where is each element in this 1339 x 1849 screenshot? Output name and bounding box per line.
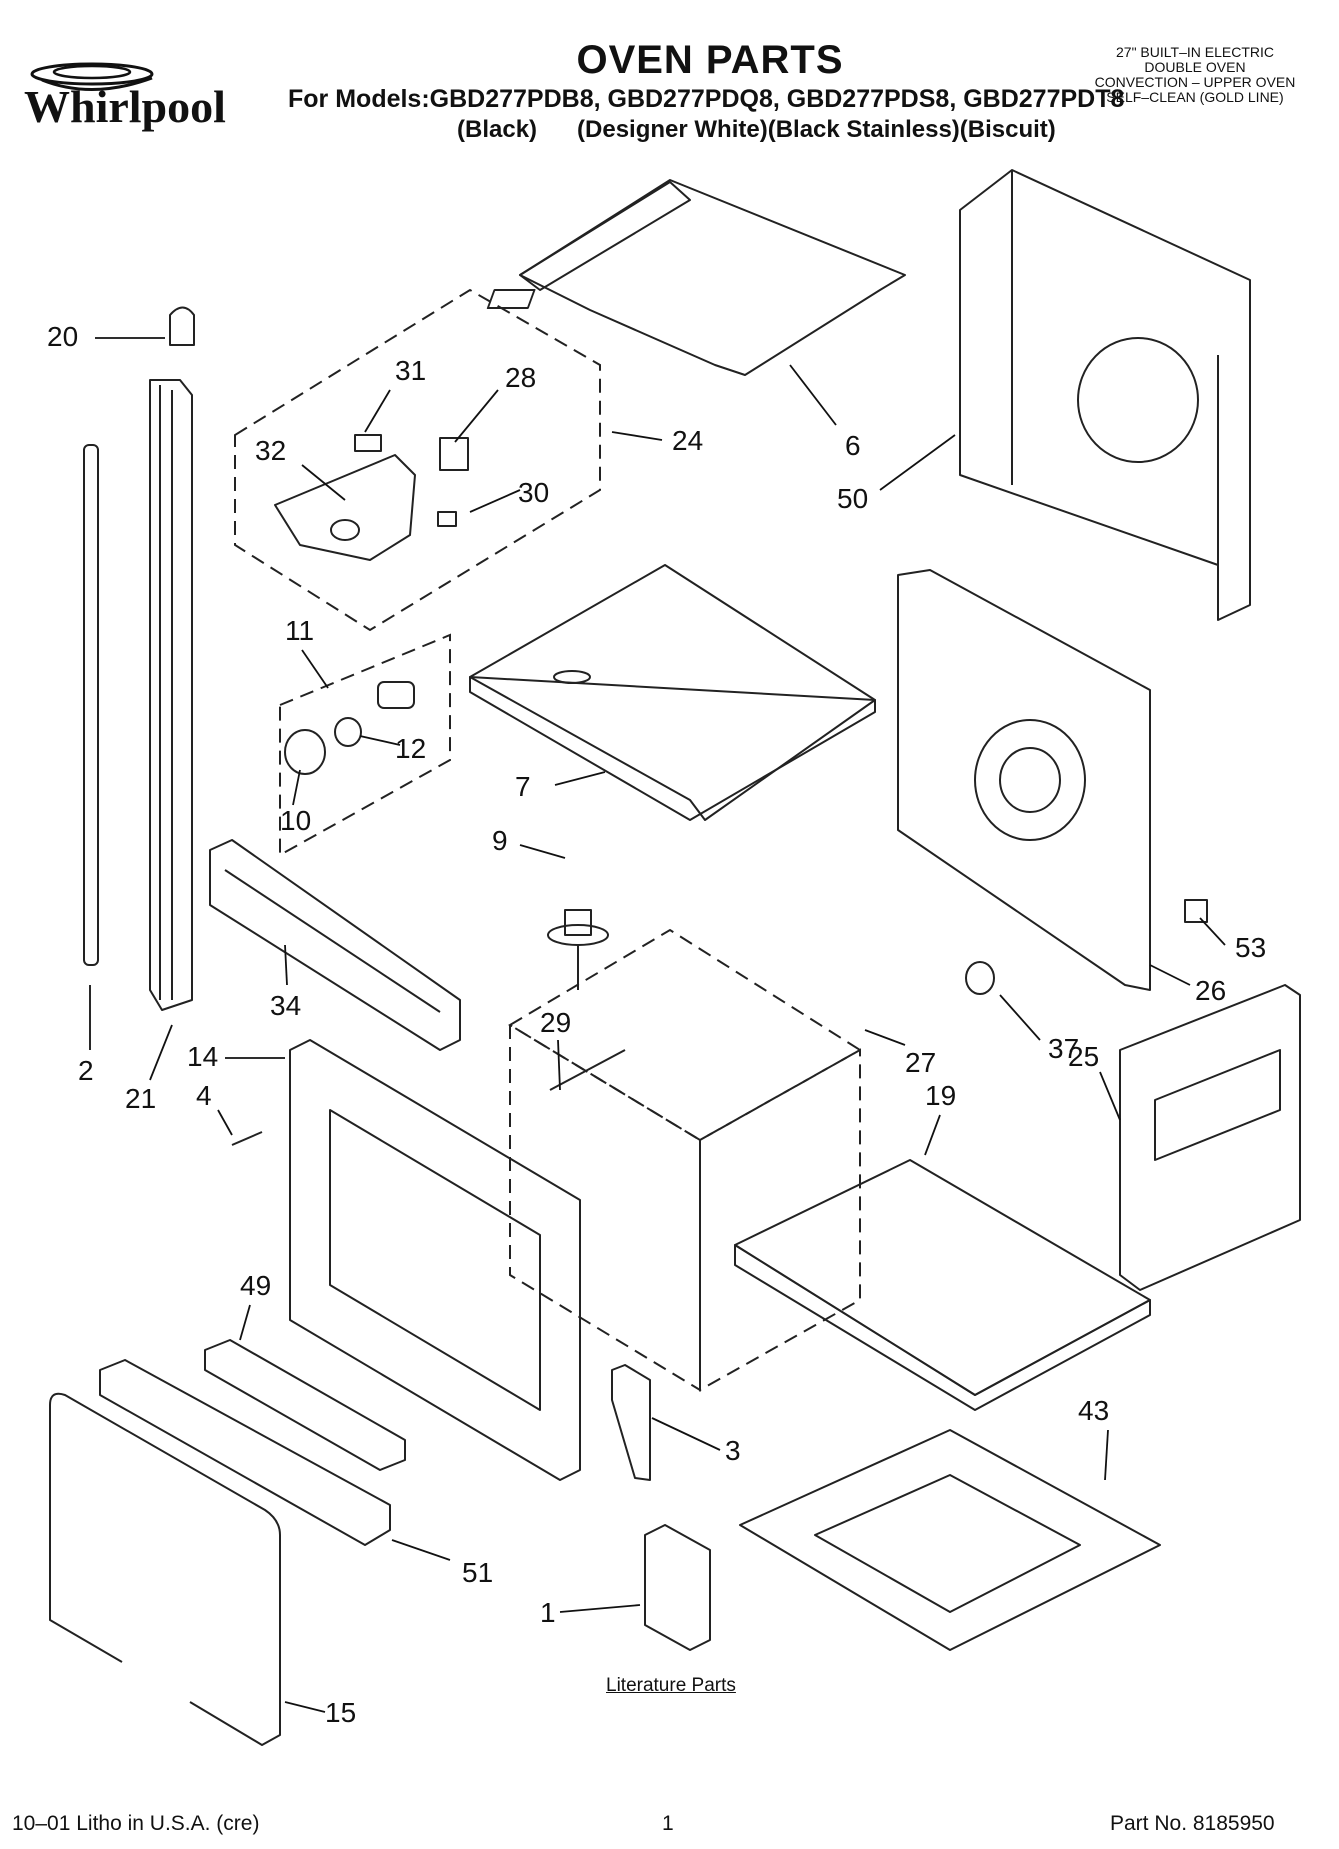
part-14-front-frame — [289, 1039, 581, 1481]
exploded-parts-diagram: 20 31 28 32 24 30 6 50 11 12 10 7 9 53 2… — [47, 169, 1301, 1746]
part-label: 9 — [492, 825, 508, 856]
part-34-vent-grille — [209, 839, 461, 1051]
part-49-trim — [204, 1339, 406, 1471]
part-26-rear-plate — [897, 569, 1151, 991]
part-labels: 20 31 28 32 24 30 6 50 11 12 10 7 9 53 2… — [47, 321, 1266, 1728]
models-line: For Models:GBD277PDB8, GBD277PDQ8, GBD27… — [288, 85, 1125, 113]
part-label: 26 — [1195, 975, 1226, 1006]
part-2-rod — [83, 444, 99, 966]
part-11-switch-group — [279, 633, 451, 857]
part-label: 29 — [540, 1007, 571, 1038]
part-7-top-panel — [469, 564, 876, 821]
part-9-motor — [547, 909, 609, 990]
part-label: 25 — [1068, 1041, 1099, 1072]
literature-parts-label: Literature Parts — [606, 1675, 736, 1696]
part-4-screw — [231, 1131, 263, 1146]
part-label: 20 — [47, 321, 78, 352]
part-24-control-assembly — [234, 288, 601, 632]
part-label: 6 — [845, 430, 861, 461]
part-label: 43 — [1078, 1395, 1109, 1426]
part-label: 7 — [515, 771, 531, 802]
spec-block: 27" BUILT–IN ELECTRIC DOUBLE OVEN CONVEC… — [1060, 45, 1330, 105]
part-label: 51 — [462, 1557, 493, 1588]
spec-line: CONVECTION – UPPER OVEN — [1094, 74, 1296, 90]
part-20-plug — [169, 306, 195, 346]
spec-line: SELF–CLEAN (GOLD LINE) — [1106, 89, 1284, 105]
part-19-floor-panel — [734, 1159, 1151, 1411]
part-label: 53 — [1235, 932, 1266, 963]
part-label: 12 — [395, 733, 426, 764]
part-label: 32 — [255, 435, 286, 466]
spec-line: DOUBLE OVEN — [1144, 59, 1246, 75]
part-1-literature — [644, 1524, 711, 1651]
part-label: 21 — [125, 1083, 156, 1114]
part-53-bracket — [1184, 899, 1208, 923]
part-label: 2 — [78, 1055, 94, 1086]
part-29-probe — [549, 1049, 626, 1091]
part-label: 3 — [725, 1435, 741, 1466]
part-label: 24 — [672, 425, 703, 456]
part-label: 34 — [270, 990, 301, 1021]
part-label: 14 — [187, 1041, 218, 1072]
part-label: 30 — [518, 477, 549, 508]
part-15-door-seal — [49, 1392, 281, 1746]
part-3-bracket — [611, 1364, 651, 1481]
footer-litho: 10–01 Litho in U.S.A. (cre) — [12, 1812, 260, 1835]
part-6-top-shield — [486, 179, 906, 376]
part-label: 15 — [325, 1697, 356, 1728]
part-25-side-panel — [1119, 984, 1301, 1291]
page-title: OVEN PARTS — [576, 38, 844, 82]
footer-page-number: 1 — [662, 1812, 674, 1835]
leader-lines — [89, 337, 1226, 1713]
brand-name: Whirlpool — [24, 81, 226, 132]
part-51-vent-trim — [99, 1359, 391, 1546]
whirlpool-logo: Whirlpool — [24, 62, 226, 132]
part-label: 19 — [925, 1080, 956, 1111]
part-label: 11 — [285, 615, 314, 646]
part-label: 49 — [240, 1270, 271, 1301]
part-50-rear-panel — [959, 169, 1251, 621]
part-label: 28 — [505, 362, 536, 393]
part-43-bottom-tray — [739, 1429, 1161, 1651]
part-37-sensor — [965, 961, 995, 995]
finishes-line: (Black) (Designer White)(Black Stainless… — [457, 116, 1056, 143]
part-21-side-trim — [149, 379, 193, 1011]
part-label: 37 — [1048, 1033, 1079, 1064]
part-label: 31 — [395, 355, 426, 386]
footer-part-number: Part No. 8185950 — [1110, 1812, 1275, 1835]
part-27-oven-liner — [508, 928, 862, 1392]
spec-line: 27" BUILT–IN ELECTRIC — [1116, 44, 1274, 60]
part-label: 1 — [540, 1597, 556, 1628]
part-label: 4 — [196, 1080, 212, 1111]
part-label: 50 — [837, 483, 868, 514]
part-label: 27 — [905, 1047, 936, 1078]
part-label: 10 — [280, 805, 311, 836]
